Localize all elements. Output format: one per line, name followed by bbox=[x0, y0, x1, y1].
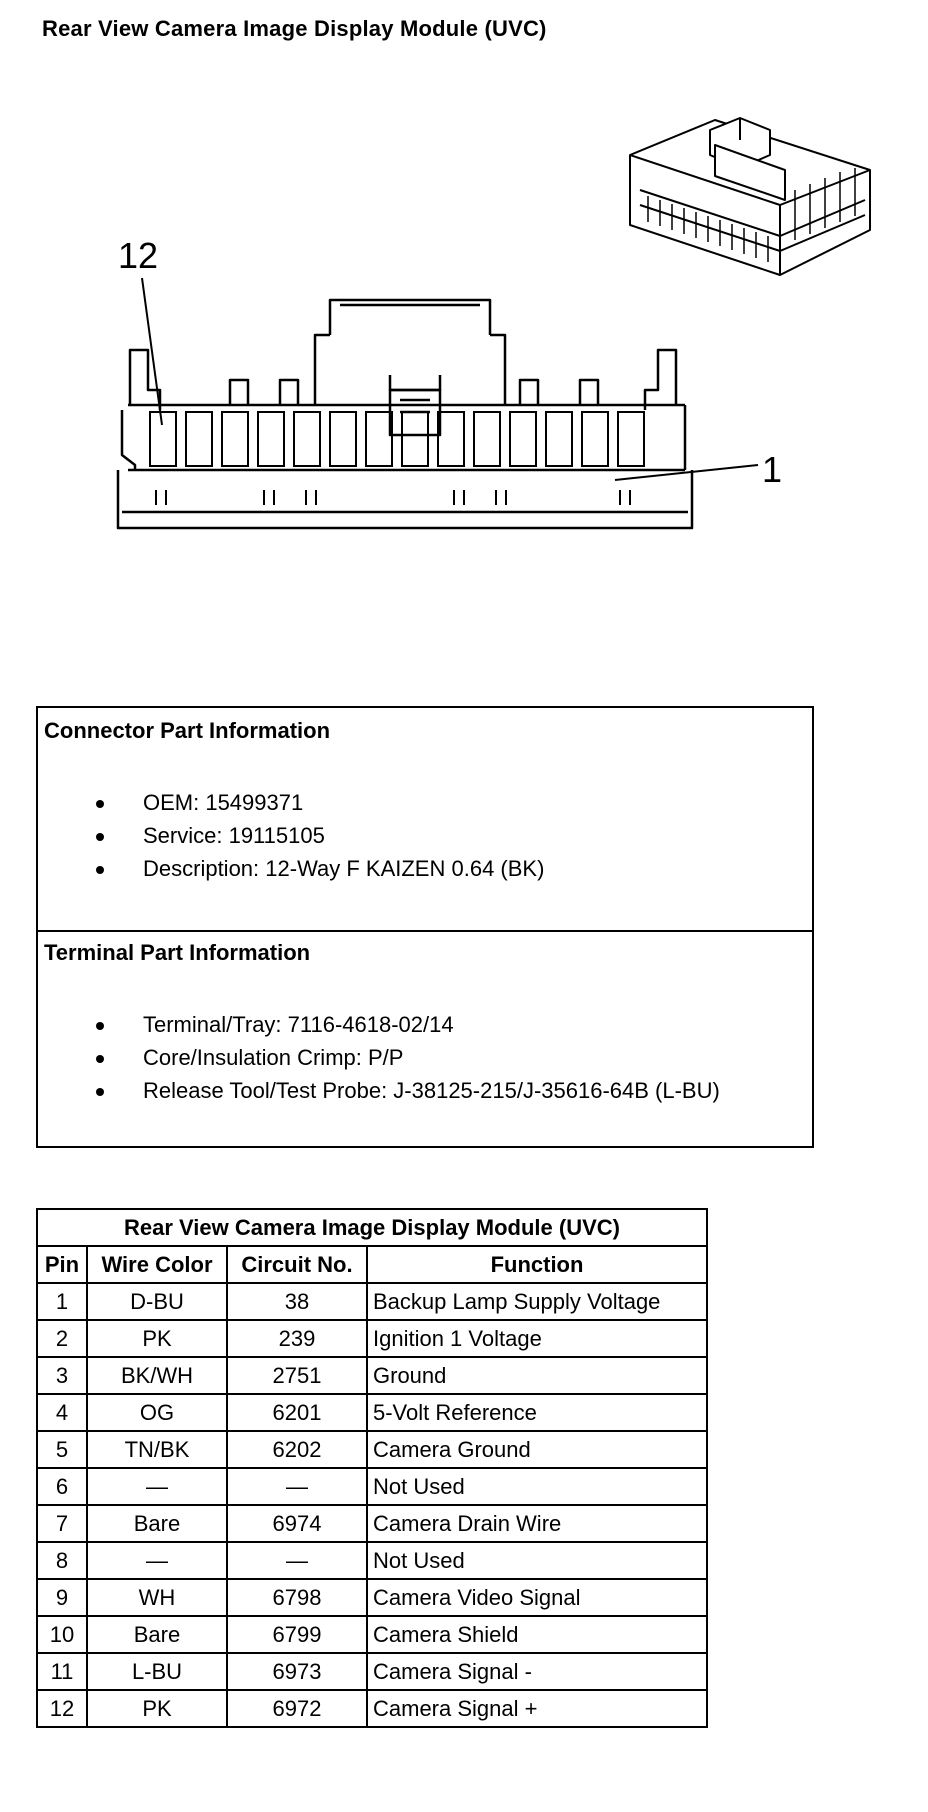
table-row: 6——Not Used bbox=[36, 1467, 708, 1506]
cell-pin: 11 bbox=[36, 1652, 88, 1691]
bullet-icon bbox=[96, 1055, 104, 1063]
cell-wire-color: D-BU bbox=[86, 1282, 228, 1321]
cell-function: Backup Lamp Supply Voltage bbox=[366, 1282, 708, 1321]
cell-pin: 10 bbox=[36, 1615, 88, 1654]
cell-circuit-no: 2751 bbox=[226, 1356, 368, 1395]
cell-circuit-no: 6798 bbox=[226, 1578, 368, 1617]
column-header-pin: Pin bbox=[36, 1245, 88, 1284]
cell-circuit-no: — bbox=[226, 1541, 368, 1580]
cell-circuit-no: 6201 bbox=[226, 1393, 368, 1432]
cell-pin: 4 bbox=[36, 1393, 88, 1432]
terminal-part-heading: Terminal Part Information bbox=[44, 940, 311, 965]
bullet-icon bbox=[96, 833, 104, 841]
cell-wire-color: BK/WH bbox=[86, 1356, 228, 1395]
cell-circuit-no: 6973 bbox=[226, 1652, 368, 1691]
cell-function: Camera Shield bbox=[366, 1615, 708, 1654]
part-information-box: Connector Part Information OEM: 15499371… bbox=[36, 706, 814, 1148]
bullet-icon bbox=[96, 800, 104, 808]
cell-pin: 8 bbox=[36, 1541, 88, 1580]
cell-pin: 2 bbox=[36, 1319, 88, 1358]
cell-circuit-no: 38 bbox=[226, 1282, 368, 1321]
cell-circuit-no: 6202 bbox=[226, 1430, 368, 1469]
column-header-function: Function bbox=[366, 1245, 708, 1284]
pinout-table: Rear View Camera Image Display Module (U… bbox=[36, 1208, 708, 1728]
cell-function: Not Used bbox=[366, 1541, 708, 1580]
cell-function: Camera Signal - bbox=[366, 1652, 708, 1691]
cell-function: Camera Signal + bbox=[366, 1689, 708, 1728]
connector-part-heading: Connector Part Information bbox=[44, 718, 331, 743]
column-header-circuit-no: Circuit No. bbox=[226, 1245, 368, 1284]
cell-pin: 12 bbox=[36, 1689, 88, 1728]
pin-12-callout: 12 bbox=[118, 240, 158, 276]
cell-pin: 7 bbox=[36, 1504, 88, 1543]
bullet-icon bbox=[96, 866, 104, 874]
page-title: Rear View Camera Image Display Module (U… bbox=[42, 16, 547, 41]
cell-function: 5-Volt Reference bbox=[366, 1393, 708, 1432]
bullet-icon bbox=[96, 1088, 104, 1096]
cell-wire-color: — bbox=[86, 1467, 228, 1506]
connector-front-view-diagram: 12 1 bbox=[116, 240, 782, 530]
cell-circuit-no: 6974 bbox=[226, 1504, 368, 1543]
cell-pin: 9 bbox=[36, 1578, 88, 1617]
cell-circuit-no: 6799 bbox=[226, 1615, 368, 1654]
cell-wire-color: WH bbox=[86, 1578, 228, 1617]
cell-function: Camera Drain Wire bbox=[366, 1504, 708, 1543]
bullet-icon bbox=[96, 1022, 104, 1030]
terminal-part-section: Terminal Part Information Terminal/Tray:… bbox=[44, 940, 720, 1103]
cell-wire-color: PK bbox=[86, 1319, 228, 1358]
cell-pin: 5 bbox=[36, 1430, 88, 1469]
table-header-row: Pin Wire Color Circuit No. Function bbox=[36, 1245, 708, 1284]
cell-function: Not Used bbox=[366, 1467, 708, 1506]
cell-pin: 3 bbox=[36, 1356, 88, 1395]
cell-wire-color: Bare bbox=[86, 1504, 228, 1543]
cell-wire-color: OG bbox=[86, 1393, 228, 1432]
cell-function: Ignition 1 Voltage bbox=[366, 1319, 708, 1358]
table-caption-row: Rear View Camera Image Display Module (U… bbox=[36, 1208, 708, 1247]
cell-function: Ground bbox=[366, 1356, 708, 1395]
cell-circuit-no: — bbox=[226, 1467, 368, 1506]
cell-wire-color: L-BU bbox=[86, 1652, 228, 1691]
cell-function: Camera Ground bbox=[366, 1430, 708, 1469]
table-caption: Rear View Camera Image Display Module (U… bbox=[36, 1208, 708, 1247]
cell-wire-color: Bare bbox=[86, 1615, 228, 1654]
cell-pin: 6 bbox=[36, 1467, 88, 1506]
connector-part-section: Connector Part Information OEM: 15499371… bbox=[38, 708, 812, 932]
cell-circuit-no: 6972 bbox=[226, 1689, 368, 1728]
cell-pin: 1 bbox=[36, 1282, 88, 1321]
pin-1-callout: 1 bbox=[762, 449, 782, 490]
cell-wire-color: TN/BK bbox=[86, 1430, 228, 1469]
column-header-wire-color: Wire Color bbox=[86, 1245, 228, 1284]
cell-wire-color: — bbox=[86, 1541, 228, 1580]
table-row: 8——Not Used bbox=[36, 1541, 708, 1580]
cell-wire-color: PK bbox=[86, 1689, 228, 1728]
cell-circuit-no: 239 bbox=[226, 1319, 368, 1358]
cell-function: Camera Video Signal bbox=[366, 1578, 708, 1617]
connector-isometric-illustration bbox=[629, 117, 871, 276]
